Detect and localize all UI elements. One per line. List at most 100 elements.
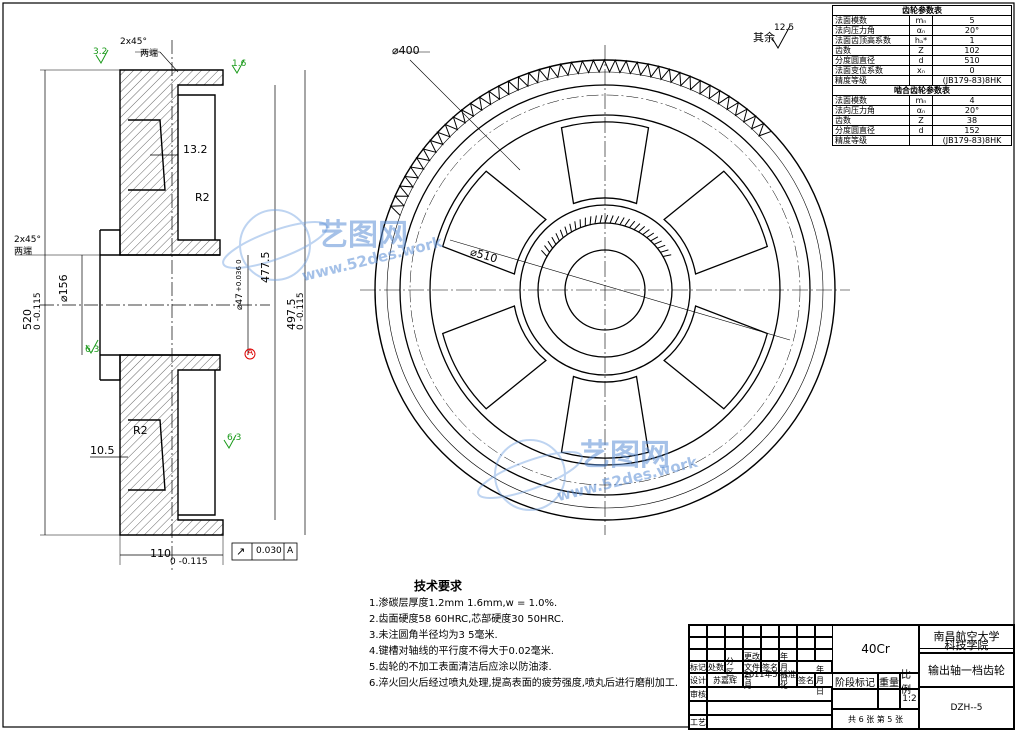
mate-val-cell: (JB179-83)8HK — [932, 135, 1012, 146]
chamfer-top-note: 两端 — [140, 49, 159, 59]
school-line-1: 南昌航空大学 — [933, 630, 1000, 643]
mate-params-title: 啮合齿轮参数表 — [832, 85, 1012, 96]
mate-name-cell: 分度圆直径 — [832, 125, 910, 136]
school-line-2: 科技学院 — [944, 638, 989, 652]
rev-mark-label: 标记 — [689, 661, 707, 673]
rev-empty-cell — [689, 637, 707, 649]
rev-design-label: 设计 — [689, 673, 707, 687]
rev-empty-cell — [725, 625, 743, 637]
rev-std-cell: 年 月 日 — [815, 665, 833, 696]
gear-sym-cell: αₙ — [909, 25, 933, 36]
rev-empty-cell — [707, 649, 725, 661]
tech-title: 技术要求 — [414, 579, 463, 593]
rev-empty-cell — [815, 649, 833, 661]
design-date-cell: 2011年5月 — [743, 670, 779, 690]
roughness-63a-label: 6.3 — [85, 345, 100, 355]
rev-empty-cell — [689, 649, 707, 661]
gear-name-cell: 法面齿顶高系数 — [832, 35, 910, 46]
radius-top-label: R2 — [195, 191, 210, 204]
gear-name-cell: 齿数 — [832, 45, 910, 56]
rev-header-cell: 处数 — [707, 661, 725, 673]
scale-label-cell: 比例 — [900, 670, 919, 696]
mate-row: 精度等级 (JB179-83)8HK — [832, 135, 1012, 146]
gear-params-title: 齿轮参数表 — [832, 5, 1012, 16]
part-name-cell: 输出轴一档齿轮 — [919, 653, 1014, 687]
width-13-label: 13.2 — [183, 143, 208, 156]
rev-empty-cell — [761, 625, 779, 637]
width-10-label: 10.5 — [90, 444, 115, 457]
mate-val-cell: 38 — [932, 115, 1012, 126]
rev-empty-cell — [797, 637, 815, 649]
rev-empty-cell — [707, 701, 832, 715]
spoke-window — [560, 375, 650, 459]
chamfer-left-note: 两端 — [14, 247, 33, 257]
gear-sym-cell: hₐ* — [909, 35, 933, 46]
diameter-156-label: ⌀156 — [57, 274, 70, 302]
diameter-497-tol: 0 -0.115 — [296, 292, 306, 330]
drawing-number-cell: DZH--5 — [919, 687, 1014, 729]
weight-value-cell — [878, 689, 900, 709]
gear-name-cell: 法面模数 — [832, 15, 910, 26]
watermark-cn-1: 艺图网 — [318, 218, 408, 253]
watermark-globe-icon — [222, 209, 583, 511]
spoke-window — [441, 170, 547, 275]
rev-header-cell: 签名 — [761, 661, 779, 673]
rev-empty-cell — [689, 625, 707, 637]
width-110-tol: 0 -0.115 — [170, 557, 208, 567]
mate-sym-cell: mₙ — [909, 95, 933, 106]
rev-header-cell: 分 区 — [725, 657, 743, 677]
mate-name-cell: 法面模数 — [832, 95, 910, 106]
tech-item: 4.键槽对轴线的平行度不得大于0.02毫米. — [369, 646, 554, 657]
mate-name-cell: 精度等级 — [832, 135, 910, 146]
gear-val-cell: 0 — [932, 65, 1012, 76]
roughness-32-label: 3.2 — [93, 47, 108, 57]
rev-empty-cell — [761, 637, 779, 649]
material-cell: 40Cr — [832, 625, 919, 673]
tech-item: 2.齿面硬度58 60HRC,芯部硬度30 50HRC. — [369, 614, 565, 625]
gear-front-view — [360, 45, 850, 535]
gear-name-cell: 法向压力角 — [832, 25, 910, 36]
rev-empty-cell — [797, 661, 832, 673]
width-110-label: 110 — [150, 547, 171, 560]
gear-name-cell: 法面变位系数 — [832, 65, 910, 76]
rev-empty-cell — [797, 625, 815, 637]
bore-47-tol: +0.036 0 — [235, 259, 243, 292]
mate-sym-cell: Z — [909, 115, 933, 126]
rev-empty-cell — [815, 637, 833, 649]
rev-empty-cell — [707, 625, 725, 637]
gear-val-cell: 1 — [932, 35, 1012, 46]
gear-sym-cell — [909, 75, 933, 86]
roughness-63b-label: 6.3 — [227, 433, 242, 443]
mate-sym-cell: αₙ — [909, 105, 933, 116]
rev-empty-cell — [707, 637, 725, 649]
tolerance-symbol: ↗ — [236, 545, 246, 558]
designer-cell: 苏嘉辉 — [707, 673, 743, 687]
tech-item: 3.未注圆角半径均为3 5毫米. — [369, 630, 498, 641]
rev-empty-cell — [797, 649, 815, 661]
diameter-520-label: 520 — [21, 309, 34, 330]
rev-empty-cell — [779, 625, 797, 637]
stage-cell: 阶段标记 — [832, 673, 878, 689]
rev-std-cell: 标准化 — [779, 670, 797, 690]
gear-name-cell: 精度等级 — [832, 75, 910, 86]
tech-requirements: 技术要求 1.渗碳层厚度1.2mm 1.6mm,w = 1.0%.2.齿面硬度5… — [369, 578, 678, 692]
gear-sym-cell: Z — [909, 45, 933, 56]
roughness-marks — [85, 49, 245, 449]
section-view — [15, 40, 306, 570]
gear-row: 精度等级(JB179-83)8HK — [832, 75, 1012, 86]
rev-empty-cell — [743, 637, 761, 649]
rev-empty-cell — [815, 625, 833, 637]
weight-cell: 重量 — [878, 673, 900, 689]
sheets-cell: 共 6 张 第 5 张 — [832, 709, 919, 729]
rev-empty-cell — [707, 715, 832, 729]
